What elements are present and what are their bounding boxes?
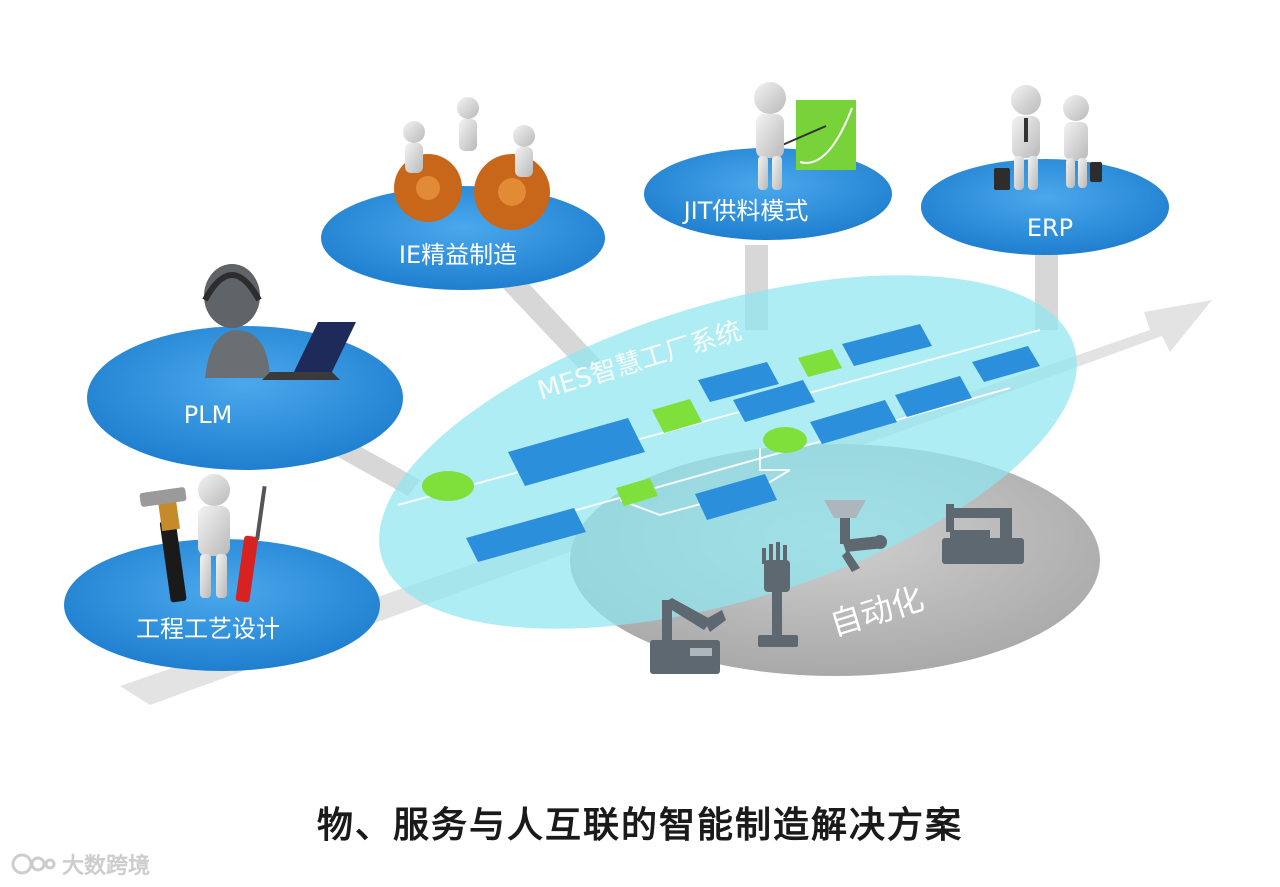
industrial-machine-icon xyxy=(942,504,1024,564)
gears-team-icon xyxy=(394,97,550,230)
node-erp: ERP xyxy=(921,85,1169,255)
presenter-chart-icon xyxy=(754,82,856,190)
mes-block xyxy=(895,376,972,417)
mes-blocks xyxy=(422,324,1040,562)
mes-green-block xyxy=(616,478,658,506)
robot-arm-icon xyxy=(650,598,726,674)
watermark: 大数跨境 xyxy=(10,848,150,880)
mes-block xyxy=(466,508,586,562)
watermark-logo-icon xyxy=(11,853,56,875)
mes-block xyxy=(972,346,1040,382)
gripper-arm-icon xyxy=(824,500,887,572)
mes-green-block xyxy=(798,349,842,377)
node-jit: JIT供料模式 xyxy=(644,82,892,240)
engineering-label: 工程工艺设计 xyxy=(136,615,280,643)
node-plm: PLM xyxy=(87,264,403,470)
watermark-text: 大数跨境 xyxy=(62,854,151,879)
erp-ellipse xyxy=(921,159,1169,255)
node-ie: IE精益制造 xyxy=(321,97,605,290)
mes-green-node xyxy=(763,427,807,453)
plm-label: PLM xyxy=(184,401,233,429)
mes-block xyxy=(698,362,779,402)
ie-ellipse xyxy=(321,186,605,290)
diagram-caption: 物、服务与人互联的智能制造解决方案 xyxy=(316,805,963,846)
robot-hand-icon xyxy=(758,542,798,647)
headset-person-icon xyxy=(202,264,356,380)
tools-person-icon xyxy=(139,474,267,603)
engineering-ellipse xyxy=(64,539,380,671)
jit-label: JIT供料模式 xyxy=(682,197,809,225)
businessmen-icon xyxy=(994,85,1102,190)
ie-label: IE精益制造 xyxy=(399,241,517,269)
mes-block xyxy=(508,418,645,486)
mes-green-block xyxy=(652,399,702,433)
erp-label: ERP xyxy=(1027,214,1073,242)
mes-block xyxy=(695,474,777,520)
mes-block xyxy=(733,380,815,422)
node-engineering: 工程工艺设计 xyxy=(64,474,380,671)
mes-block xyxy=(810,400,897,444)
mes-block xyxy=(842,324,932,366)
mes-green-node xyxy=(422,471,474,501)
jit-ellipse xyxy=(644,148,892,240)
